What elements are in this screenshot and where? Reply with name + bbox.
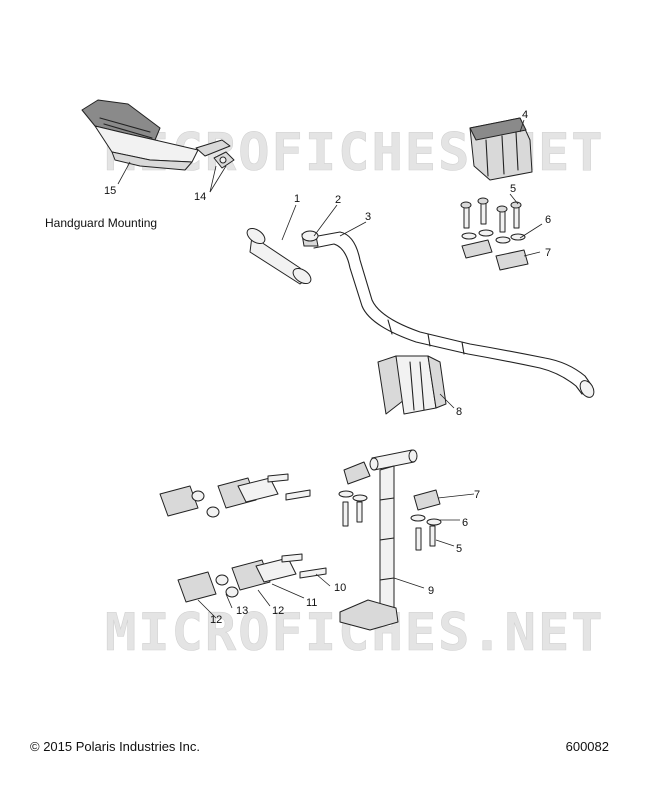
handlebar-part-3 <box>313 231 595 398</box>
section-label: Handguard Mounting <box>45 216 158 230</box>
mount-hardware-upper-set <box>159 473 311 518</box>
callout-8: 8 <box>456 406 462 418</box>
steering-post-part-9 <box>339 449 418 631</box>
callout-10: 10 <box>334 582 346 594</box>
washers-part-6-lower <box>338 490 442 526</box>
callout-5-lower: 5 <box>456 543 462 555</box>
clamps-part-7-upper <box>461 239 529 271</box>
callout-7-lower: 7 <box>474 489 480 501</box>
bolts-part-5-upper <box>460 197 522 233</box>
callout-2: 2 <box>335 194 341 206</box>
callout-13: 13 <box>236 605 248 617</box>
handguard-part-15 <box>81 99 199 171</box>
washers-part-6-upper <box>461 229 526 244</box>
callout-6-lower: 6 <box>462 517 468 529</box>
callout-12-right: 12 <box>272 605 284 617</box>
riser-block-part-8 <box>377 355 447 415</box>
diagram-id: 600082 <box>565 739 609 754</box>
mount-hardware-lower-set <box>177 553 327 603</box>
bolts-part-5-lower <box>342 501 436 551</box>
callout-6-upper: 6 <box>545 214 551 226</box>
callout-15: 15 <box>104 185 116 197</box>
copyright-text: © 2015 Polaris Industries Inc. <box>30 739 200 754</box>
bracket-part-14 <box>195 139 235 169</box>
callout-12-left: 12 <box>210 614 222 626</box>
clamps-part-7-lower <box>343 461 441 511</box>
bar-pad-part-4 <box>469 117 533 181</box>
callout-5-upper: 5 <box>510 183 516 195</box>
callout-11: 11 <box>306 597 317 609</box>
callout-4: 4 <box>522 109 528 121</box>
grip-tube-part-1 <box>246 227 312 285</box>
callout-7-upper: 7 <box>545 247 551 259</box>
plug-part-2 <box>301 230 319 247</box>
callout-1: 1 <box>294 193 300 205</box>
callout-3: 3 <box>365 211 371 223</box>
callout-14: 14 <box>194 191 206 203</box>
callout-9: 9 <box>428 585 434 597</box>
leader-lines <box>117 119 543 619</box>
